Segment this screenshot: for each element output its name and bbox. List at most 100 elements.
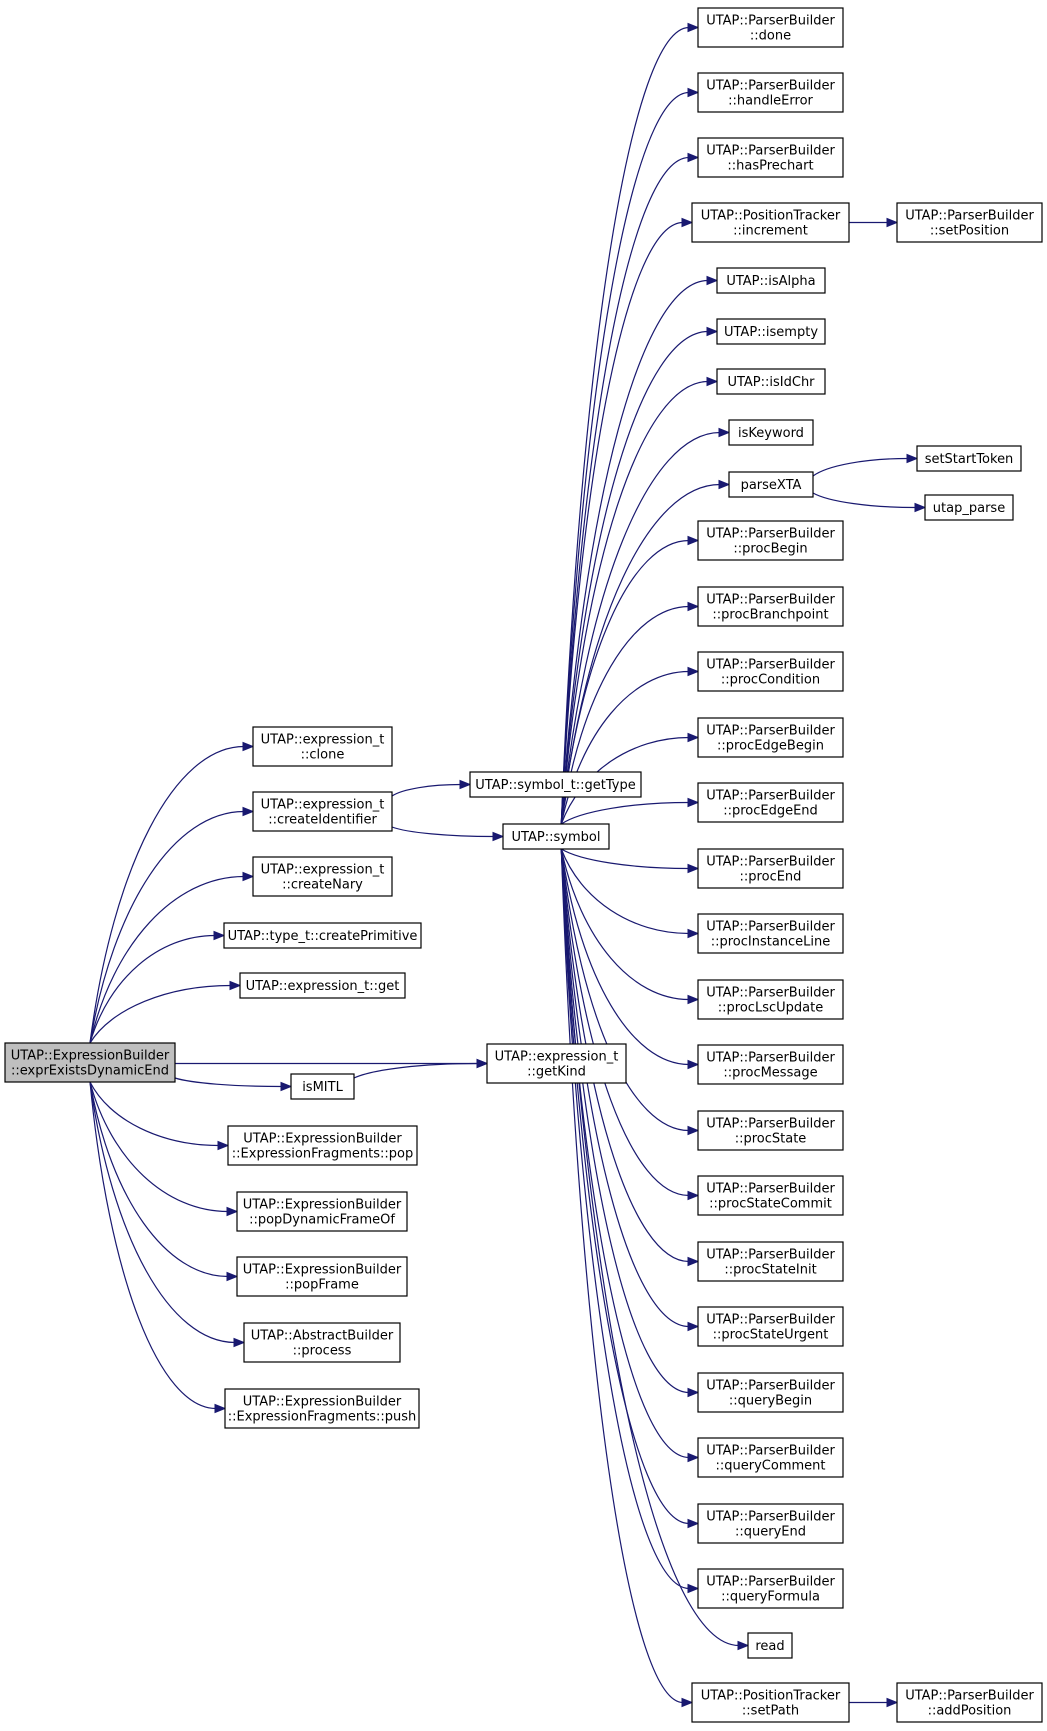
node-fragPop[interactable]: UTAP::ExpressionBuilder::ExpressionFragm… — [227, 1125, 418, 1166]
node-procEdgeBegin[interactable]: UTAP::ParserBuilder::procEdgeBegin — [697, 717, 844, 758]
edge-exprExistsDynamicEnd-to-clone — [89, 741, 255, 1044]
node-getType[interactable]: UTAP::symbol_t::getType — [469, 771, 642, 798]
node-procEnd[interactable]: UTAP::ParserBuilder::procEnd — [697, 848, 844, 889]
node-label: ::exprExistsDynamicEnd — [11, 1064, 169, 1079]
node-procBranchpoint[interactable]: UTAP::ParserBuilder::procBranchpoint — [697, 586, 844, 627]
node-label: UTAP::ParserBuilder — [706, 1575, 835, 1590]
node-exprExistsDynamicEnd[interactable]: UTAP::ExpressionBuilder::exprExistsDynam… — [4, 1042, 176, 1083]
node-createIdentifier[interactable]: UTAP::expression_t::createIdentifier — [252, 791, 393, 832]
edge-exprExistsDynamicEnd-to-process — [89, 1081, 246, 1348]
node-queryComment[interactable]: UTAP::ParserBuilder::queryComment — [697, 1437, 844, 1478]
node-label: UTAP::isAlpha — [726, 274, 815, 289]
node-label: UTAP::ParserBuilder — [706, 79, 835, 94]
node-label: UTAP::AbstractBuilder — [251, 1329, 394, 1344]
node-label: ::procEnd — [740, 870, 802, 885]
node-procBegin[interactable]: UTAP::ParserBuilder::procBegin — [697, 520, 844, 561]
node-utap_parse[interactable]: utap_parse — [924, 494, 1014, 521]
node-isMITL[interactable]: isMITL — [290, 1073, 355, 1100]
node-label: UTAP::ExpressionBuilder — [243, 1198, 402, 1213]
node-label: UTAP::symbol_t::getType — [475, 778, 635, 793]
node-setStartToken[interactable]: setStartToken — [916, 445, 1022, 472]
node-read[interactable]: read — [747, 1632, 793, 1659]
node-fragPush[interactable]: UTAP::ExpressionBuilder::ExpressionFragm… — [224, 1388, 420, 1429]
node-label: ::getKind — [527, 1065, 586, 1080]
node-label: ::queryFormula — [721, 1590, 820, 1605]
node-isempty[interactable]: UTAP::isempty — [716, 318, 826, 345]
edge-symbol-to-isIdChr — [560, 376, 719, 825]
edge-symbol-to-procStateUrgent — [560, 848, 700, 1332]
node-procStateInit[interactable]: UTAP::ParserBuilder::procStateInit — [697, 1241, 844, 1282]
node-label: ::procEdgeEnd — [723, 804, 818, 819]
edge-createIdentifier-to-symbol — [391, 826, 505, 842]
node-label: UTAP::isIdChr — [727, 375, 815, 390]
node-setPosition[interactable]: UTAP::ParserBuilder::setPosition — [896, 202, 1043, 243]
node-isAlpha[interactable]: UTAP::isAlpha — [716, 267, 826, 294]
edge-isMITL-to-getKind — [353, 1058, 489, 1079]
node-popDynamicFrameOf[interactable]: UTAP::ExpressionBuilder::popDynamicFrame… — [236, 1191, 408, 1232]
edge-symbol-to-isempty — [560, 326, 719, 825]
edge-symbol-to-procBegin — [560, 535, 700, 825]
node-label: ::procBranchpoint — [712, 608, 828, 623]
node-createNary[interactable]: UTAP::expression_t::createNary — [252, 856, 393, 897]
node-clone[interactable]: UTAP::expression_t::clone — [252, 726, 393, 767]
node-createPrimitive[interactable]: UTAP::type_t::createPrimitive — [223, 922, 422, 949]
node-isIdChr[interactable]: UTAP::isIdChr — [716, 368, 826, 395]
node-label: ::addPosition — [928, 1704, 1012, 1719]
node-get[interactable]: UTAP::expression_t::get — [239, 972, 406, 999]
node-label: read — [755, 1639, 784, 1654]
node-procState[interactable]: UTAP::ParserBuilder::procState — [697, 1110, 844, 1151]
node-setPath[interactable]: UTAP::PositionTracker::setPath — [691, 1682, 850, 1723]
node-label: UTAP::ParserBuilder — [706, 1444, 835, 1459]
node-label: ::process — [293, 1344, 352, 1359]
edge-symbol-to-queryEnd — [560, 848, 700, 1529]
node-label: ::ExpressionFragments::pop — [232, 1147, 413, 1162]
node-procCondition[interactable]: UTAP::ParserBuilder::procCondition — [697, 651, 844, 692]
node-procStateUrgent[interactable]: UTAP::ParserBuilder::procStateUrgent — [697, 1306, 844, 1347]
node-getKind[interactable]: UTAP::expression_t::getKind — [486, 1043, 627, 1084]
node-label: UTAP::ParserBuilder — [706, 1182, 835, 1197]
node-popFrame[interactable]: UTAP::ExpressionBuilder::popFrame — [236, 1256, 408, 1297]
edge-symbol-to-isAlpha — [560, 275, 719, 825]
node-label: ::procBegin — [733, 542, 807, 557]
node-label: ::increment — [733, 224, 808, 239]
node-label: ::handleError — [728, 94, 813, 109]
node-label: UTAP::symbol — [512, 830, 601, 845]
node-label: UTAP::ParserBuilder — [706, 920, 835, 935]
node-label: ::procStateUrgent — [713, 1328, 829, 1343]
node-label: ::queryEnd — [735, 1525, 806, 1540]
node-increment[interactable]: UTAP::PositionTracker::increment — [691, 202, 850, 243]
node-procStateCommit[interactable]: UTAP::ParserBuilder::procStateCommit — [697, 1175, 844, 1216]
edge-symbol-to-procInstanceLine — [560, 848, 700, 939]
edge-setPath-to-addPosition — [849, 1697, 899, 1708]
node-label: UTAP::expression_t — [261, 733, 385, 748]
node-isKeyword[interactable]: isKeyword — [728, 419, 814, 446]
node-hasPrechart[interactable]: UTAP::ParserBuilder::hasPrechart — [697, 137, 844, 178]
node-label: isKeyword — [738, 426, 804, 441]
node-queryFormula[interactable]: UTAP::ParserBuilder::queryFormula — [697, 1568, 844, 1609]
node-label: UTAP::PositionTracker — [701, 1689, 841, 1704]
node-label: UTAP::type_t::createPrimitive — [228, 929, 418, 944]
node-label: UTAP::ParserBuilder — [706, 144, 835, 159]
node-handleError[interactable]: UTAP::ParserBuilder::handleError — [697, 72, 844, 113]
node-addPosition[interactable]: UTAP::ParserBuilder::addPosition — [896, 1682, 1043, 1723]
node-procMessage[interactable]: UTAP::ParserBuilder::procMessage — [697, 1044, 844, 1085]
node-label: UTAP::ParserBuilder — [706, 986, 835, 1001]
edge-createIdentifier-to-getType — [391, 779, 472, 797]
node-label: UTAP::ExpressionBuilder — [243, 1395, 402, 1410]
node-parseXTA[interactable]: parseXTA — [728, 471, 814, 498]
node-procEdgeEnd[interactable]: UTAP::ParserBuilder::procEdgeEnd — [697, 782, 844, 823]
node-procInstanceLine[interactable]: UTAP::ParserBuilder::procInstanceLine — [697, 913, 844, 954]
node-queryBegin[interactable]: UTAP::ParserBuilder::queryBegin — [697, 1372, 844, 1413]
edge-symbol-to-done — [560, 22, 700, 825]
node-done[interactable]: UTAP::ParserBuilder::done — [697, 7, 844, 48]
node-label: ::popDynamicFrameOf — [249, 1213, 395, 1228]
node-queryEnd[interactable]: UTAP::ParserBuilder::queryEnd — [697, 1503, 844, 1544]
node-process[interactable]: UTAP::AbstractBuilder::process — [243, 1322, 401, 1363]
node-label: ::createIdentifier — [268, 813, 377, 828]
node-label: UTAP::isempty — [724, 325, 818, 340]
node-label: UTAP::ParserBuilder — [905, 209, 1034, 224]
node-symbol[interactable]: UTAP::symbol — [502, 823, 610, 850]
edge-exprExistsDynamicEnd-to-isMITL — [174, 1077, 293, 1092]
node-label: ::setPath — [742, 1704, 799, 1719]
node-procLscUpdate[interactable]: UTAP::ParserBuilder::procLscUpdate — [697, 979, 844, 1020]
